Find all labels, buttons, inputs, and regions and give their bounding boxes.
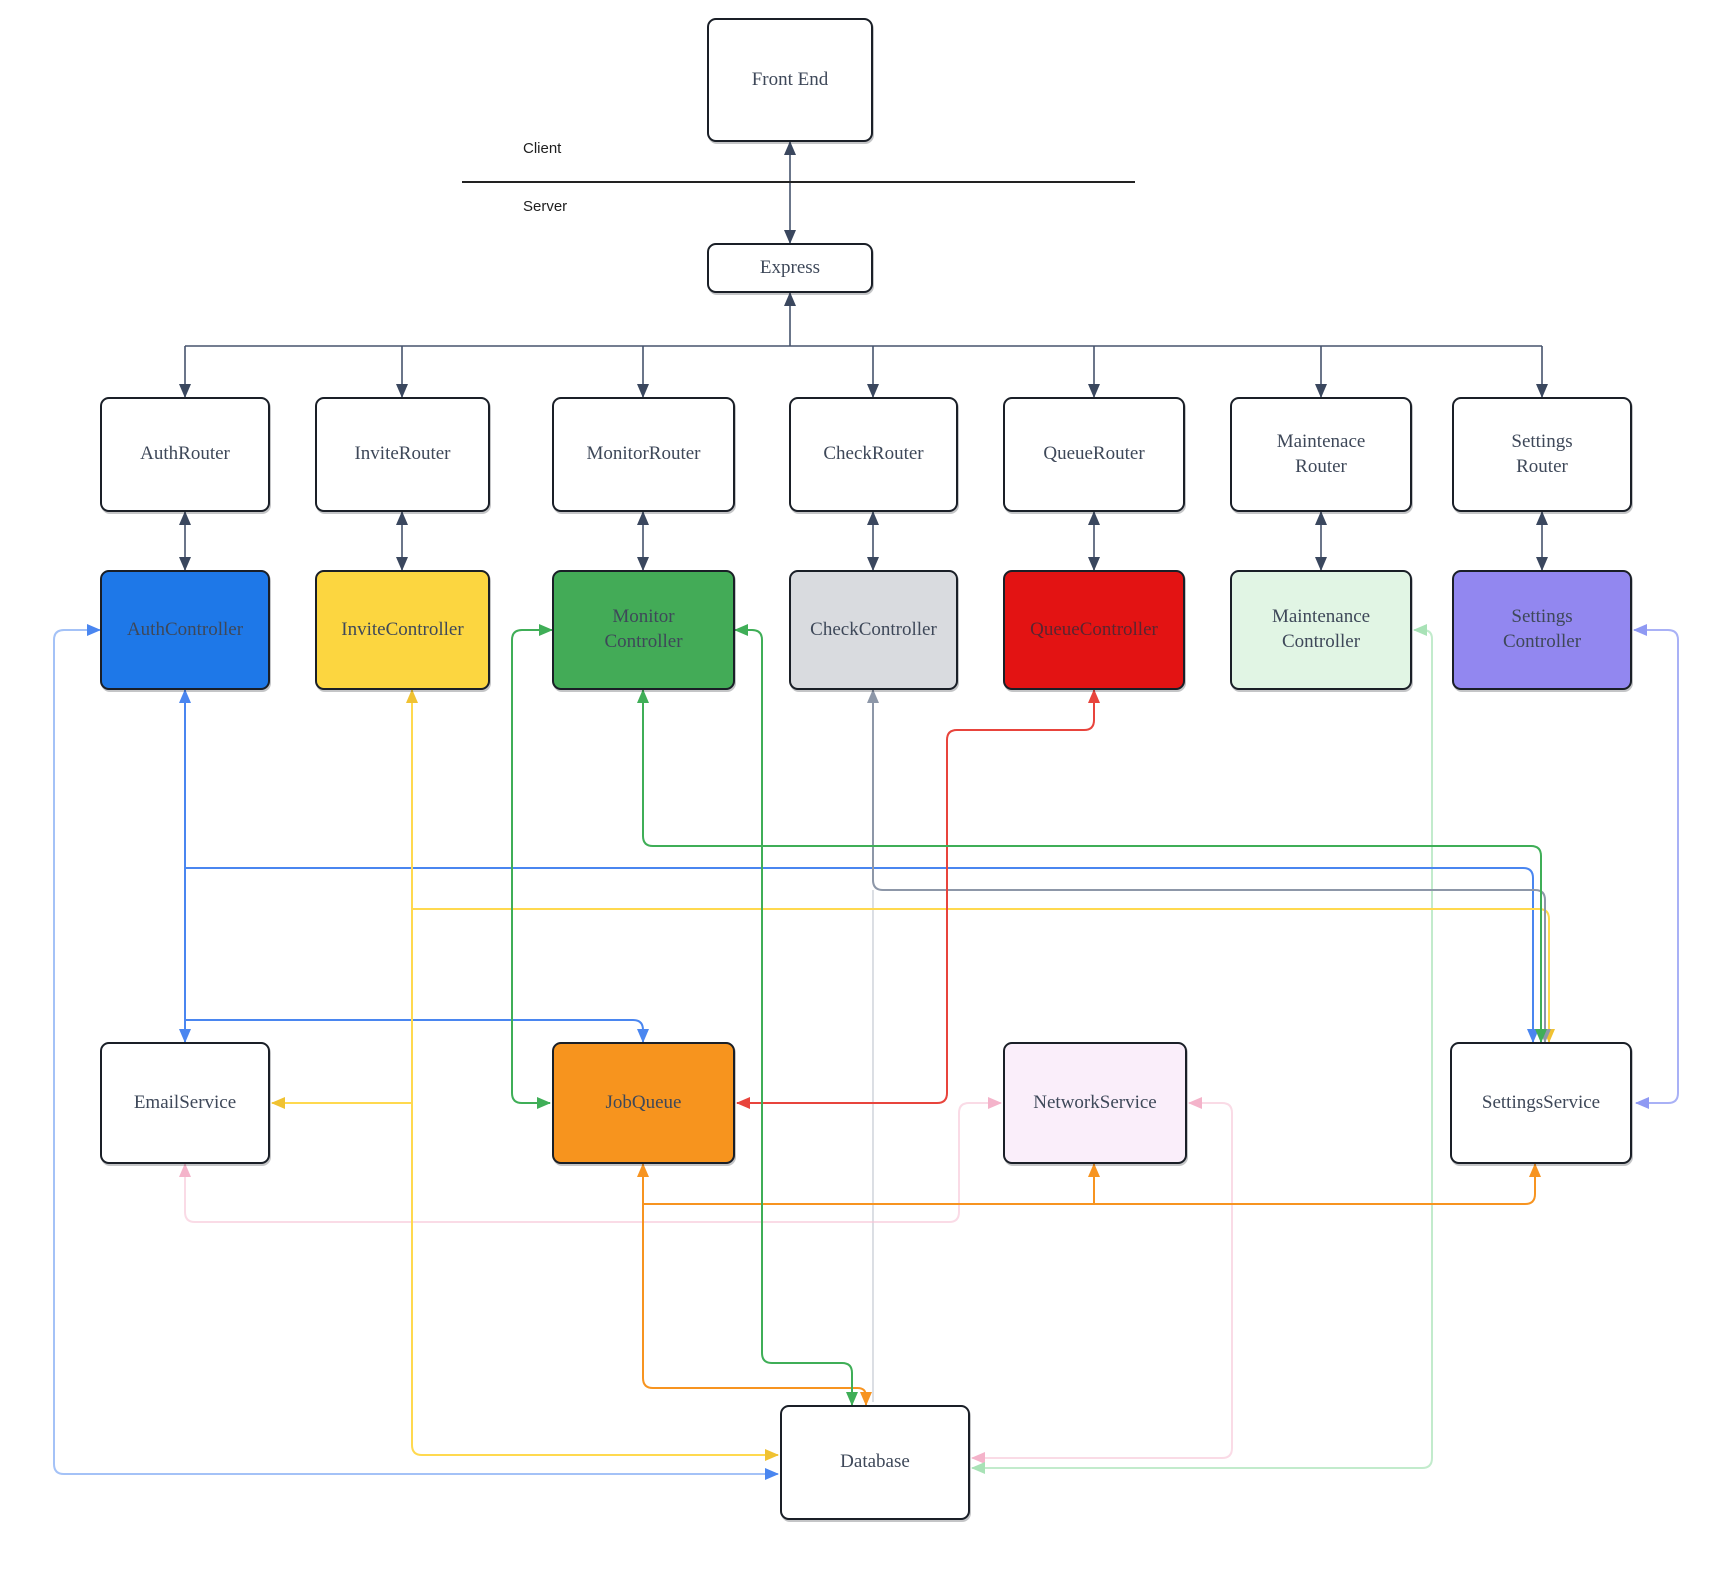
- server-label: Server: [523, 198, 568, 215]
- edge-queuecontroller-jobqueue: [736, 689, 1100, 1109]
- edge-checkcontroller-settingsservice: [867, 689, 1551, 1043]
- client-server-divider: [462, 181, 1135, 183]
- edge-monitorcontroller-jobqueue: [511, 624, 553, 1109]
- edge-maintenancecontroller-database: [971, 624, 1433, 1474]
- edge-authcontroller-database: [53, 624, 779, 1480]
- edge-invitecontroller-settingsservice: [412, 908, 1555, 1043]
- edge-invitecontroller-database: [406, 689, 779, 1461]
- edge-settingscontroller-settingsservice: [1633, 624, 1679, 1109]
- edge-authcontroller-jobqueue: [185, 1019, 649, 1043]
- edge-jobqueue-settingsservice: [643, 1163, 1541, 1205]
- client-label: Client: [523, 140, 562, 157]
- edge-monitorcontroller-settingsservice: [637, 689, 1547, 1043]
- edge-authcontroller-settingsservice: [185, 867, 1539, 1043]
- edge-networkservice-database: [971, 1097, 1233, 1464]
- edge-monitorcontroller-database: [734, 624, 858, 1406]
- edge-jobqueue-database: [637, 1163, 872, 1406]
